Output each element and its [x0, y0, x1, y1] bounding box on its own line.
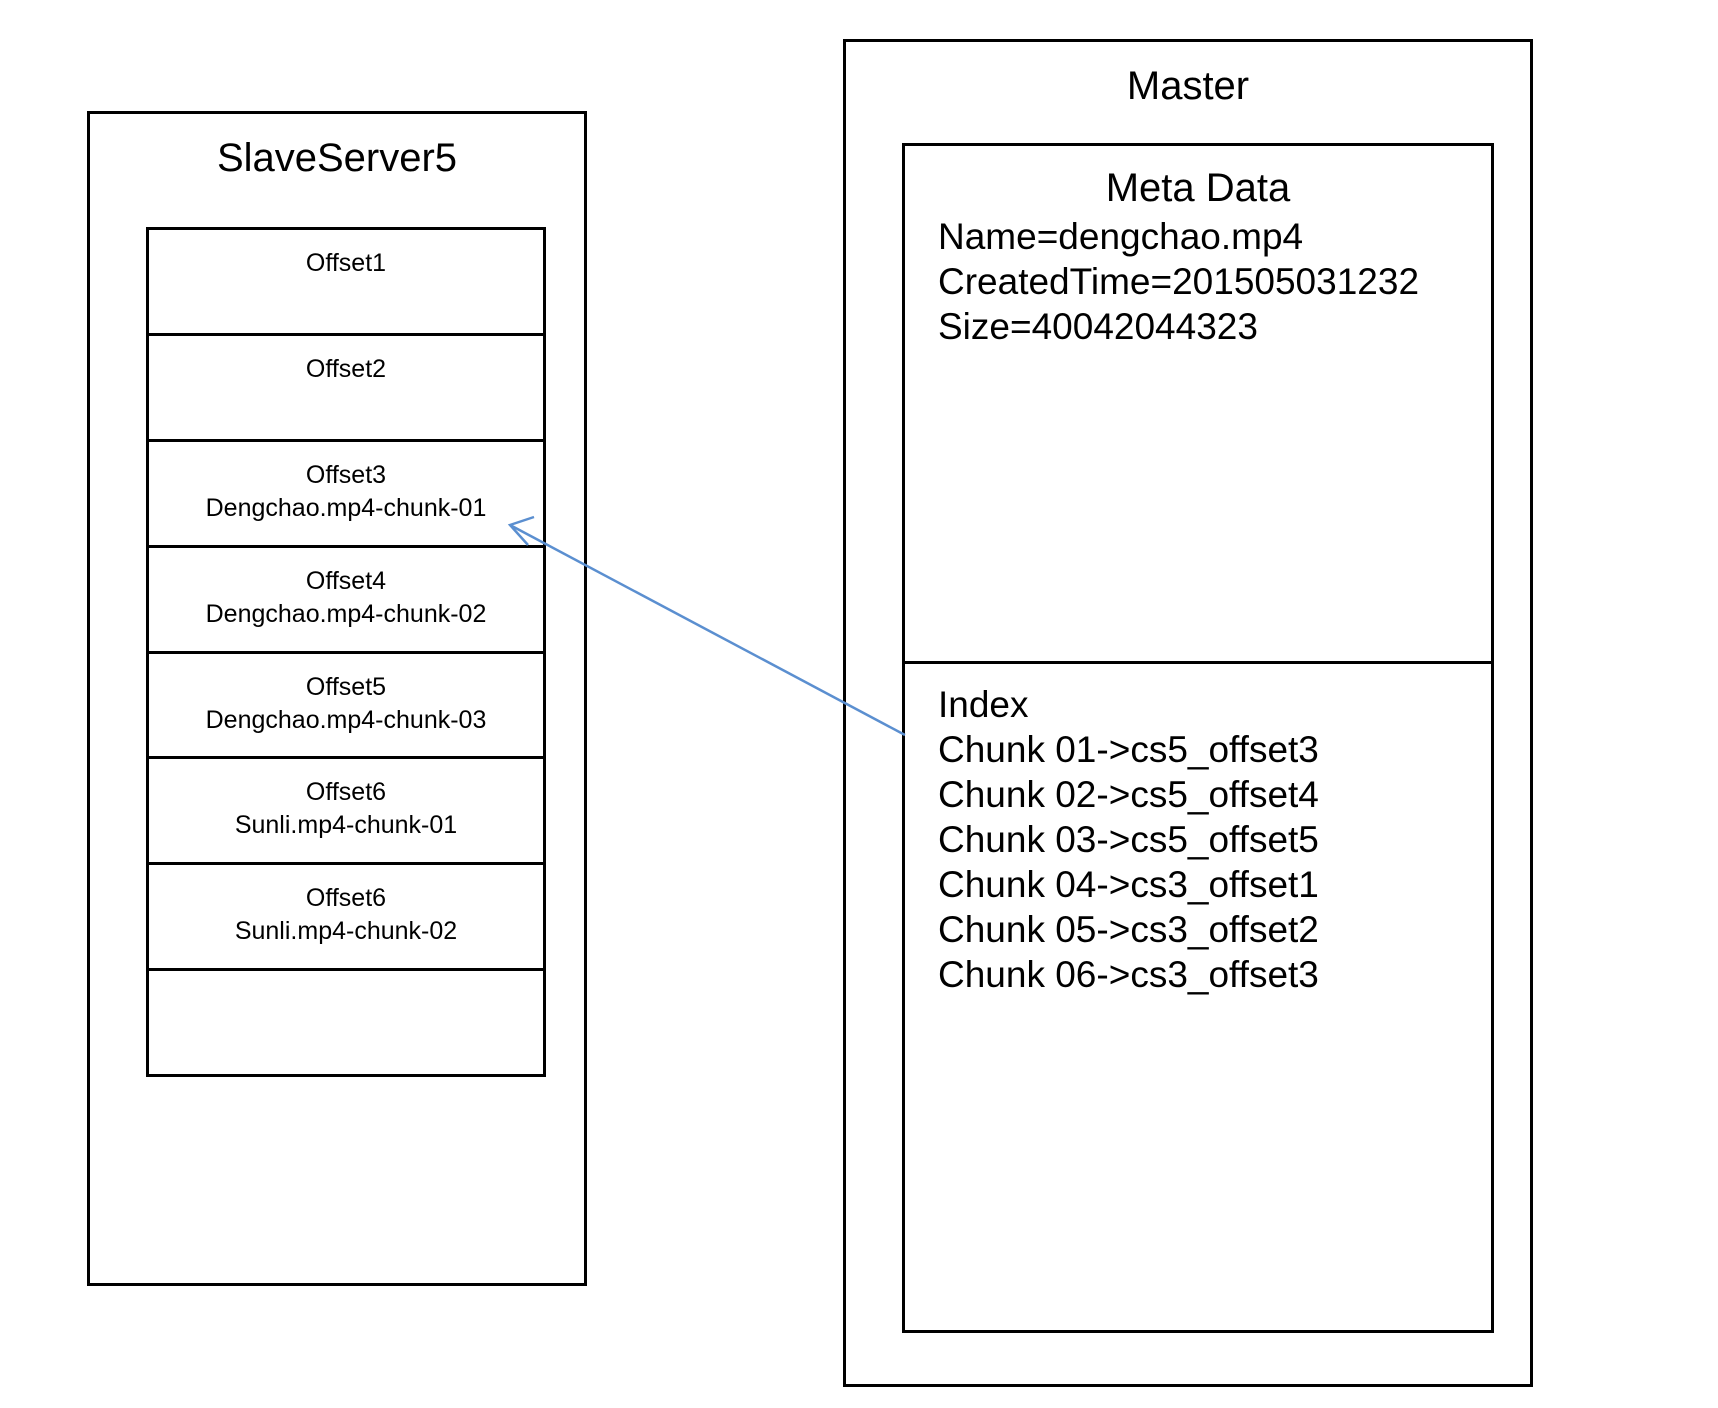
index-section: Index Chunk 01->cs5_offset3 Chunk 02->cs… [938, 682, 1319, 997]
master-title: Master [1126, 64, 1250, 108]
storage-slot-2: Offset2 [149, 336, 543, 442]
storage-slot-stack: Offset1 Offset2 Offset3 Dengchao.mp4-chu… [146, 227, 546, 1077]
slot-chunk-label: Dengchao.mp4-chunk-03 [205, 705, 487, 734]
slot-offset-label: Offset2 [305, 354, 387, 383]
index-line: Chunk 01->cs5_offset3 [938, 729, 1319, 770]
master-inner-panel: Meta Data Name=dengchao.mp4 CreatedTime=… [902, 143, 1494, 1333]
storage-slot-5: Offset5 Dengchao.mp4-chunk-03 [149, 654, 543, 760]
index-line: Chunk 03->cs5_offset5 [938, 819, 1319, 860]
slot-offset-label: Offset6 [305, 778, 387, 807]
slave-server-title: SlaveServer5 [216, 136, 458, 180]
storage-slot-7: Offset6 Sunli.mp4-chunk-02 [149, 865, 543, 972]
meta-data-section: Meta Data Name=dengchao.mp4 CreatedTime=… [905, 146, 1491, 664]
slot-offset-label: Offset5 [305, 672, 387, 701]
meta-data-line: Size=40042044323 [938, 306, 1258, 347]
storage-slot-8 [149, 971, 543, 1074]
slot-offset-label: Offset4 [305, 566, 387, 595]
slot-offset-label: Offset1 [305, 249, 387, 277]
storage-slot-1: Offset1 [149, 230, 543, 336]
index-line: Chunk 05->cs3_offset2 [938, 909, 1319, 950]
index-title: Index [938, 684, 1029, 725]
index-line: Chunk 06->cs3_offset3 [938, 954, 1319, 995]
storage-slot-6: Offset6 Sunli.mp4-chunk-01 [149, 759, 543, 866]
meta-data-lines: Name=dengchao.mp4 CreatedTime=2015050312… [938, 214, 1419, 349]
meta-data-line: Name=dengchao.mp4 [938, 216, 1304, 257]
storage-slot-3: Offset3 Dengchao.mp4-chunk-01 [149, 442, 543, 548]
slot-chunk-label: Dengchao.mp4-chunk-01 [205, 493, 487, 522]
storage-slot-4: Offset4 Dengchao.mp4-chunk-02 [149, 548, 543, 654]
meta-data-line: CreatedTime=201505031232 [938, 261, 1420, 302]
slot-chunk-label: Sunli.mp4-chunk-01 [234, 811, 458, 840]
index-line: Chunk 04->cs3_offset1 [938, 864, 1319, 905]
slot-chunk-label: Dengchao.mp4-chunk-02 [205, 599, 487, 628]
index-line: Chunk 02->cs5_offset4 [938, 774, 1319, 815]
slot-chunk-label: Sunli.mp4-chunk-02 [234, 917, 458, 946]
slot-offset-label: Offset6 [305, 884, 387, 913]
slot-offset-label: Offset3 [305, 460, 387, 489]
meta-data-title: Meta Data [1105, 166, 1291, 210]
